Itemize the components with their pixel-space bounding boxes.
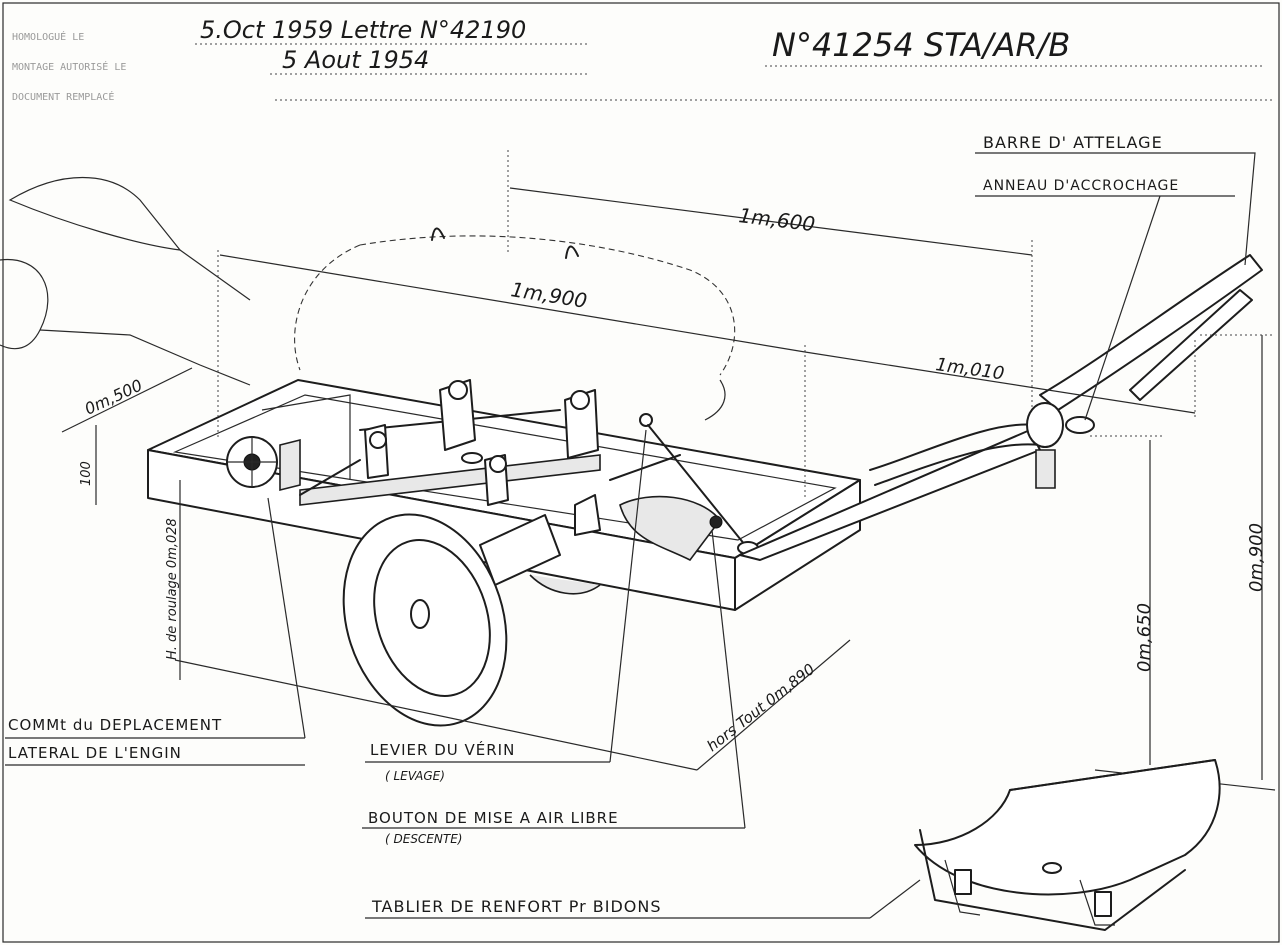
leader-air-release	[711, 529, 746, 829]
label-drawbar: BARRE D' ATTELAGE	[983, 133, 1163, 152]
apron-clamp-left	[954, 869, 972, 895]
axle-underside	[529, 574, 601, 595]
handwheel-spokes	[227, 437, 277, 487]
support-roller-2	[570, 390, 590, 410]
drawbar-handle	[1039, 254, 1263, 411]
dim-clearance-label: H. de roulage 0m,028	[165, 518, 180, 660]
homologated-date: 5.Oct 1959 Lettre N°42190	[200, 16, 526, 44]
dim-890-line	[696, 639, 851, 771]
apron-center-boss	[1042, 862, 1062, 874]
dim-1900-line	[219, 254, 806, 353]
leader-jack-lever	[609, 429, 647, 763]
reinforcement-apron-detail	[914, 759, 1221, 931]
dim-890-base	[174, 659, 698, 771]
homologated-label: HOMOLOGUÉ LE	[12, 30, 84, 43]
dim-100-label: 100	[79, 461, 94, 486]
drawing-number: N°41254 STA/AR/B	[772, 26, 1070, 64]
apron-leg-right	[1079, 879, 1115, 926]
tow-bar-right-arm	[869, 423, 1036, 471]
center-boss	[461, 452, 483, 464]
chassis-inner-frame	[172, 394, 837, 541]
towing-eye	[1065, 416, 1095, 434]
label-towing-eye: ANNEAU D'ACCROCHAGE	[983, 178, 1179, 194]
apron-leg-left	[944, 859, 981, 916]
dim-650-label: 0m,650	[1134, 603, 1155, 672]
dim-500-line	[61, 367, 193, 433]
jack-lever	[647, 424, 746, 546]
wheel-hub	[410, 599, 430, 629]
label-air-release: BOUTON DE MISE A AIR LIBRE	[368, 809, 619, 827]
coupling-pin	[1035, 449, 1056, 489]
tail-connector-2	[39, 329, 251, 386]
dim-500-label: 0m,500	[82, 375, 146, 418]
bomb-tail-curve	[704, 379, 726, 421]
dim-1900-label: 1m,900	[509, 277, 589, 313]
drawbar-handle-brace	[1129, 289, 1253, 401]
compartment-divider	[261, 394, 351, 480]
dim-1600-label: 1m,600	[737, 203, 816, 236]
dim-1600-line	[509, 187, 1033, 256]
lifting-lug-1	[431, 227, 445, 241]
leader-drawbar	[1215, 152, 1256, 266]
support-roller-3	[369, 431, 387, 449]
label-lowering: ( DESCENTE)	[385, 832, 462, 846]
assembly-label: MONTAGE AUTORISÉ LE	[12, 60, 126, 73]
wheel-assembly	[342, 513, 601, 727]
label-lateral-1: COMMt du DEPLACEMENT	[8, 716, 222, 734]
apron-top-edge	[1009, 759, 1216, 791]
leader-apron	[869, 879, 921, 919]
replaced-document-label: DOCUMENT REMPLACÉ	[12, 90, 114, 103]
label-reinforcement-apron: TABLIER DE RENFORT Pr BIDONS	[371, 897, 661, 916]
dim-1010-label: 1m,010	[934, 354, 1005, 384]
tow-bar	[739, 254, 1263, 561]
lateral-shaft	[299, 459, 361, 496]
bomb-body-curve	[359, 235, 736, 376]
wheel-rim	[373, 539, 491, 697]
tail-connector-1	[179, 249, 251, 301]
bomb-nose-curve	[294, 244, 361, 371]
air-release-button	[709, 515, 723, 529]
worm-gear	[279, 438, 301, 492]
support-roller-4	[489, 455, 507, 473]
tail-fin-upper	[8, 177, 182, 251]
apron-base-frame	[919, 829, 1186, 931]
lifting-lug-2	[565, 245, 579, 259]
assembly-date: 5 Aout 1954	[282, 46, 429, 74]
apron-sheet	[914, 759, 1221, 896]
label-lifting: ( LEVAGE)	[385, 769, 445, 783]
title-block: HOMOLOGUÉ LE 5.Oct 1959 Lettre N°42190 M…	[12, 16, 1275, 103]
leader-towing-eye	[1084, 195, 1161, 421]
axle-bracket	[574, 494, 601, 536]
tail-fin-left	[0, 258, 49, 350]
jack-lever-knob	[639, 413, 653, 427]
dim-900-label: 0m,900	[1246, 523, 1267, 592]
callouts: BARRE D' ATTELAGE ANNEAU D'ACCROCHAGE CO…	[5, 133, 1256, 919]
tow-bar-right-arm-lower	[874, 443, 1041, 486]
dim-890-label: hors Tout 0m,890	[703, 660, 818, 755]
label-lateral-2: LATERAL DE L'ENGIN	[8, 744, 182, 762]
dimension-lines: 1m,600 1m,900 1m,010 0m,500 100 H. de ro…	[61, 150, 1276, 791]
bomb-outline	[0, 177, 736, 421]
axle-arm	[479, 514, 561, 586]
apron-clamp-right	[1094, 891, 1112, 917]
leader-handwheel	[267, 497, 306, 739]
jack-cylinder-rod	[609, 454, 681, 481]
coupling-head	[1026, 402, 1064, 448]
label-jack-lever: LEVIER DU VÉRIN	[370, 740, 515, 759]
support-roller-1	[448, 380, 468, 400]
dim-1010-line	[804, 351, 1196, 414]
